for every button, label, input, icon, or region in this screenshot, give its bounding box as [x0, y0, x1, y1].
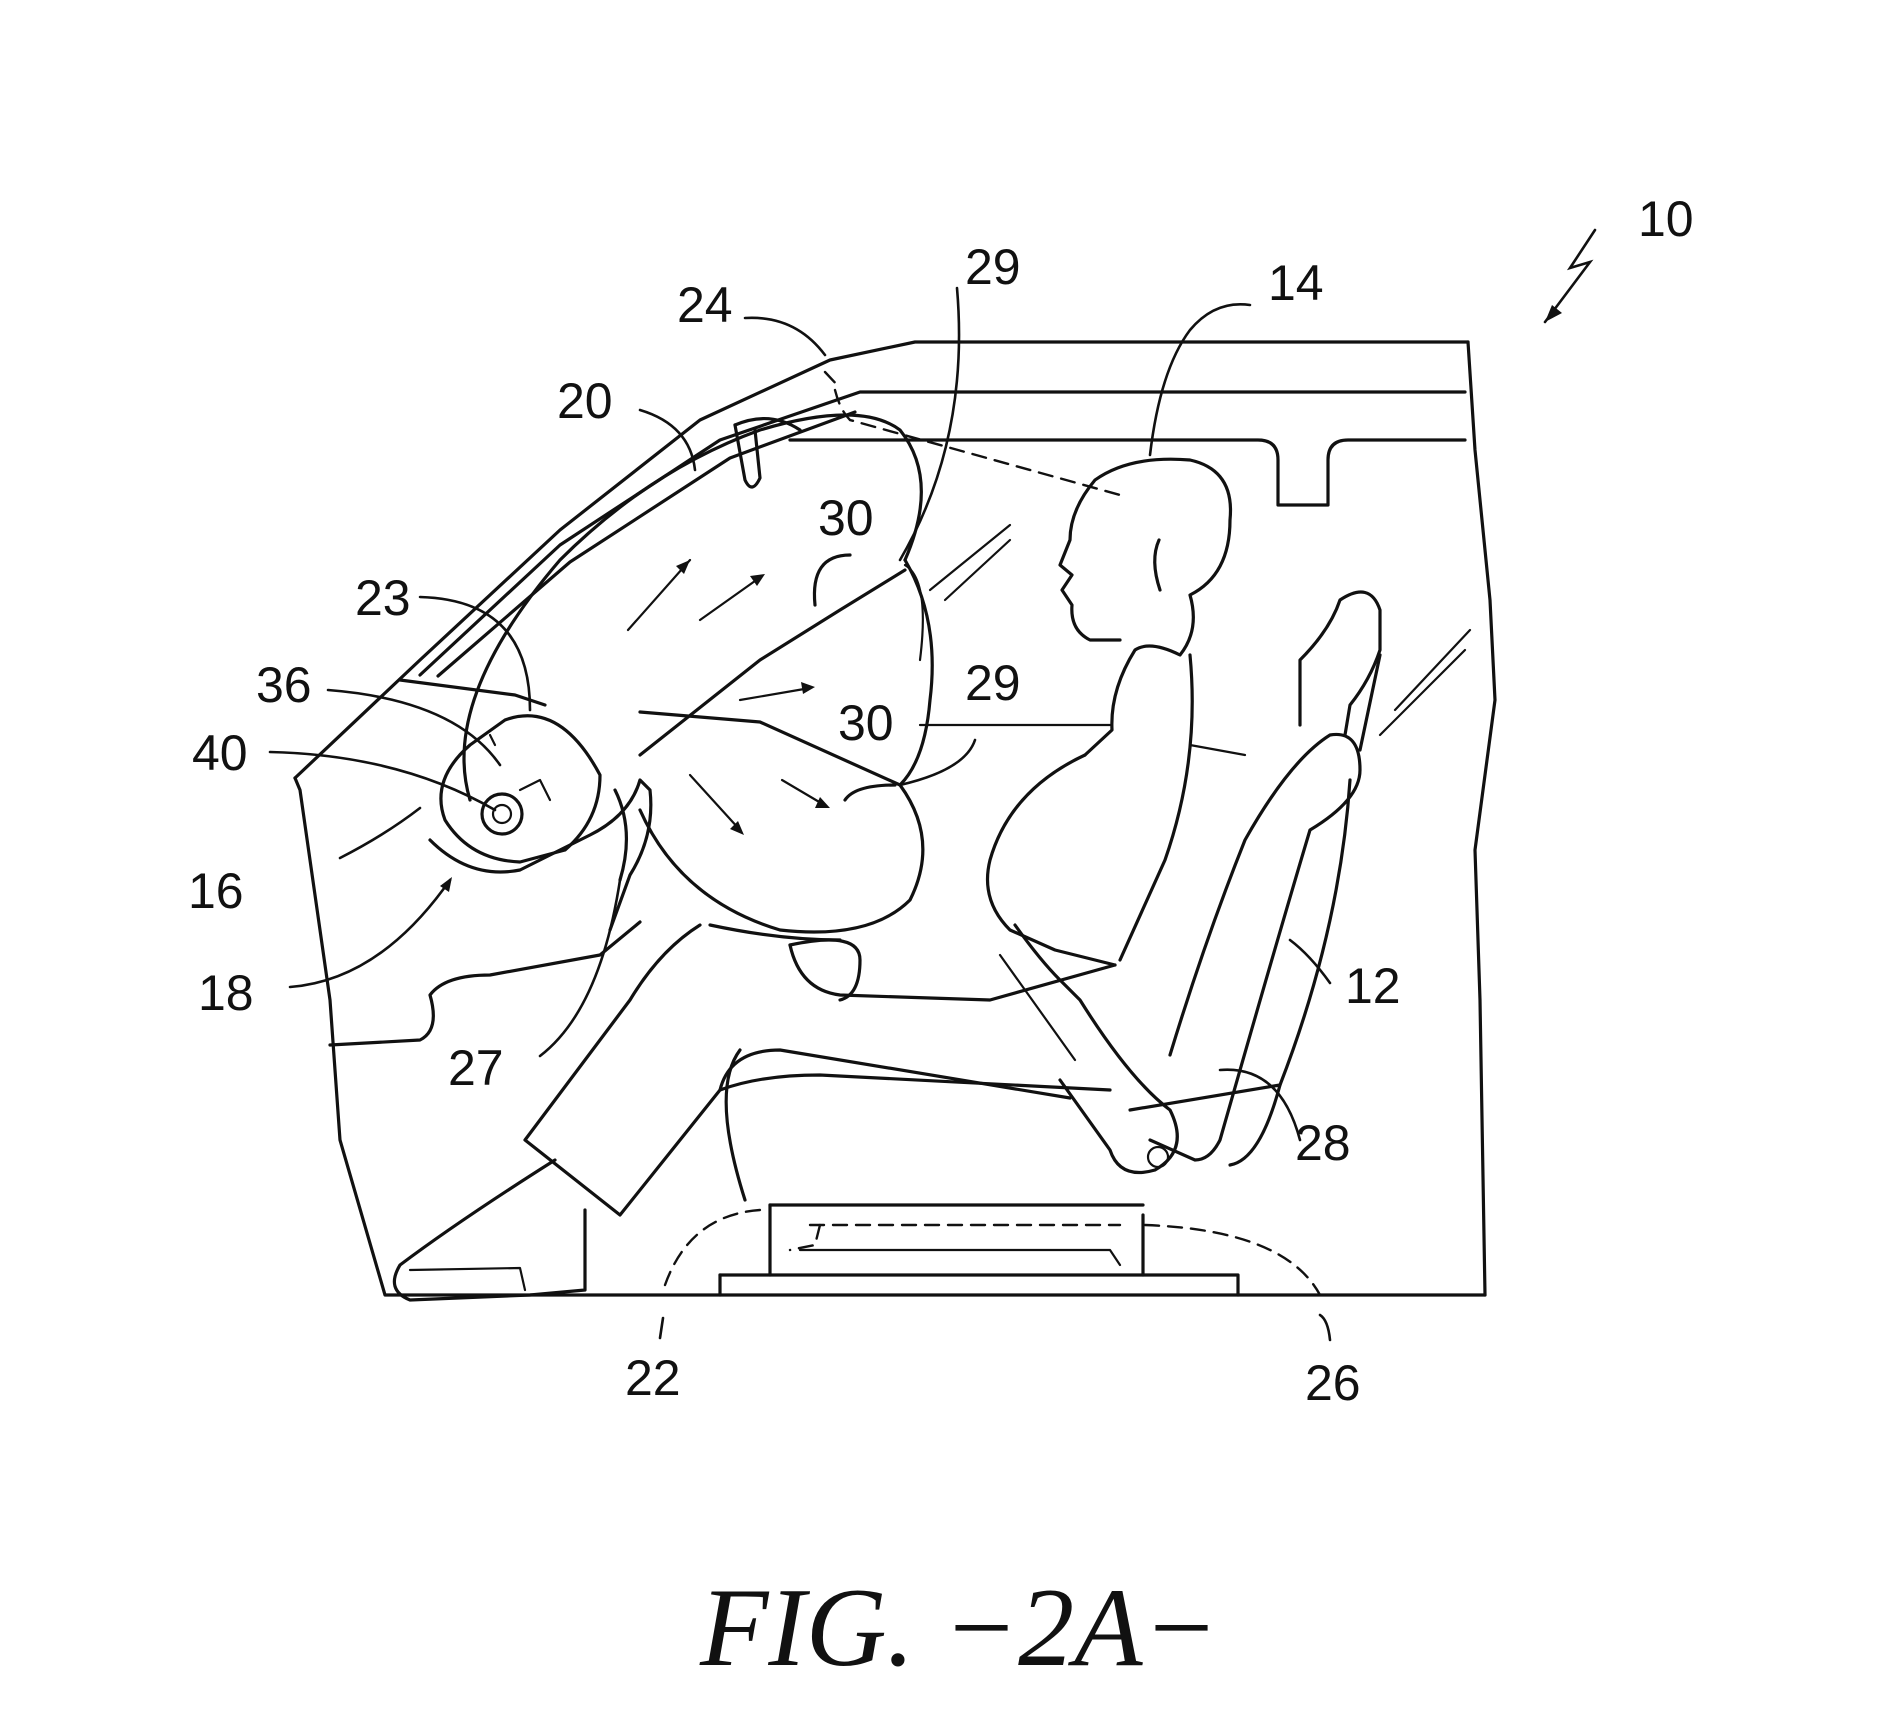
ref-26: 26 [1305, 1355, 1361, 1411]
inflator-outer-ring [482, 794, 522, 834]
occupant [394, 459, 1230, 1300]
ref-28: 28 [1295, 1115, 1351, 1171]
ref-30-upper: 30 [818, 490, 874, 546]
leader-lines [270, 230, 1595, 1340]
seat [1000, 592, 1380, 1173]
reference-numerals: 10 12 14 16 18 20 22 23 24 26 27 28 29 2… [188, 191, 1694, 1411]
ref-30-lower: 30 [838, 695, 894, 751]
ref-14: 14 [1268, 255, 1324, 311]
instrument-panel [330, 780, 651, 1045]
ref-23: 23 [355, 570, 411, 626]
ref-29-upper: 29 [965, 239, 1021, 295]
ref-22: 22 [625, 1350, 681, 1406]
figure-caption: FIG. −2A− [699, 1566, 1218, 1690]
ref-20: 20 [557, 373, 613, 429]
seat-bolt [1148, 1147, 1168, 1167]
ref-36: 36 [256, 657, 312, 713]
ref-18: 18 [198, 965, 254, 1021]
flow-arrows [628, 560, 830, 835]
ref-27: 27 [448, 1040, 504, 1096]
ref-29-lower: 29 [965, 655, 1021, 711]
ref-10: 10 [1638, 191, 1694, 247]
ref-40: 40 [192, 725, 248, 781]
ref-24: 24 [677, 277, 733, 333]
seat-track [665, 1205, 1320, 1295]
inflator-inner-ring [493, 805, 511, 823]
ref-12: 12 [1345, 958, 1401, 1014]
ref-16: 16 [188, 863, 244, 919]
